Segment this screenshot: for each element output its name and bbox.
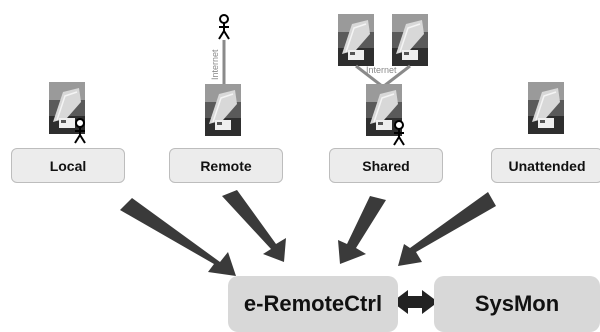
monitor-label: SysMon [474, 291, 560, 316]
mode-shared-label: Shared [362, 157, 410, 174]
monitor-box: SysMon [434, 276, 600, 332]
local-user-icon [74, 118, 86, 144]
shared-antenna-left-icon [338, 14, 374, 66]
remote-antenna-icon [205, 84, 241, 136]
controller-box: e-RemoteCtrl [228, 276, 398, 332]
mode-local-box: Local [11, 148, 125, 183]
mode-remote-box: Remote [169, 148, 283, 183]
shared-antenna-right-icon [392, 14, 428, 66]
mode-shared-box: Shared [329, 148, 443, 183]
shared-internet-label: Internet [366, 65, 397, 75]
shared-link-right [383, 64, 411, 88]
unattended-antenna-icon [528, 82, 564, 134]
arrow-unattended [398, 192, 496, 266]
mode-unattended-box: Unattended [491, 148, 600, 183]
mode-local-label: Local [49, 157, 87, 174]
mode-remote-label: Remote [200, 157, 252, 174]
arrow-shared [338, 196, 386, 264]
mode-unattended-label: Unattended [508, 157, 586, 174]
arrow-local [120, 198, 236, 276]
controller-label: e-RemoteCtrl [243, 291, 383, 316]
double-arrow [392, 290, 438, 314]
shared-user-icon [393, 120, 405, 146]
remote-internet-label: Internet [210, 49, 220, 80]
arrow-remote [222, 190, 286, 262]
shared-link-left [355, 64, 383, 88]
remote-user-icon [218, 14, 230, 40]
